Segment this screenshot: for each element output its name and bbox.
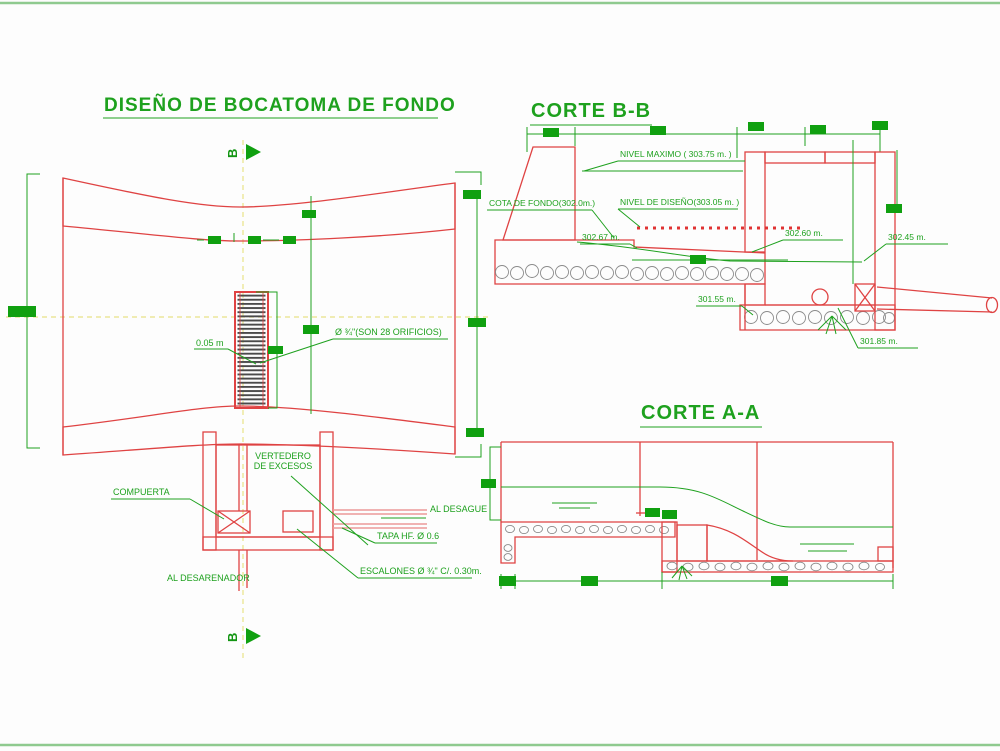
level-302-60-label: 302.60 m. <box>785 228 823 238</box>
plan-title: DISEÑO DE BOCATOMA DE FONDO <box>104 94 456 116</box>
dim-grip <box>466 428 484 437</box>
channel-floor-mass <box>494 239 766 285</box>
dim-grip <box>8 306 36 317</box>
dim-grip <box>771 576 788 586</box>
dim-grip <box>303 325 319 334</box>
roots-icon <box>817 315 847 335</box>
plan-labels: 0.05 m Ø ¾"(SON 28 ORIFICIOS) VERTEDERO … <box>111 327 487 583</box>
dim-grip <box>302 210 316 218</box>
aa-right-step <box>877 546 894 562</box>
section-arrow-icon <box>246 144 261 160</box>
dim-grip <box>208 236 221 244</box>
corte-aa-title: CORTE A-A <box>641 402 760 424</box>
level-301-55-label: 301.55 m. <box>698 294 736 304</box>
desander-pipe <box>238 550 248 591</box>
stones-row <box>503 524 669 561</box>
dim-grip <box>650 126 666 135</box>
bb-top-slab-void <box>824 151 876 164</box>
section-letter: B <box>225 149 240 158</box>
level-302-67-label: 302.67 m. <box>582 232 620 242</box>
level-302-45-label: 302.45 m. <box>888 232 926 242</box>
dim-grip <box>248 236 261 244</box>
stones-row <box>666 561 885 572</box>
dim-grip <box>690 255 706 264</box>
dim-grip <box>748 122 764 131</box>
cover-box <box>282 510 314 533</box>
water-marks <box>552 502 854 552</box>
bb-top-dimensions <box>526 121 888 158</box>
bb-chamber-left-wall <box>744 151 766 253</box>
section-marker-b-top: B <box>225 144 261 160</box>
dim-grip <box>543 128 559 137</box>
orifices-label: Ø ¾"(SON 28 ORIFICIOS) <box>335 327 442 337</box>
plan-dimensions <box>8 171 486 458</box>
bb-chamber-right-wall <box>874 151 896 331</box>
nivel-diseno-label: NIVEL DE DISEÑO(303.05 m. ) <box>620 197 739 207</box>
section-marker-b-bottom: B <box>225 628 261 644</box>
section-arrow-icon <box>246 628 261 644</box>
water-surface-line <box>501 486 893 528</box>
dim-grip <box>810 125 826 134</box>
stones-row <box>495 264 764 282</box>
stones-row <box>744 310 895 325</box>
outlet-pipe <box>876 286 999 314</box>
section-letter: B <box>225 633 240 642</box>
dim-grip <box>468 318 486 327</box>
dim-grip <box>886 204 902 213</box>
bb-labels: NIVEL MAXIMO ( 303.75 m. ) NIVEL DE DISE… <box>487 149 948 349</box>
aa-dimensions <box>481 446 894 589</box>
vertedero-label-2: DE EXCESOS <box>254 461 313 471</box>
section-a-a: CORTE A-A <box>481 402 894 589</box>
dim-grip <box>581 576 598 586</box>
dim-grip <box>283 236 296 244</box>
cota-fondo-label: COTA DE FONDO(302.0m.) <box>489 198 595 208</box>
dim-grip <box>499 576 516 586</box>
escalones-label: ESCALONES Ø ¾" C/. 0.30m. <box>360 566 482 576</box>
dim-grip <box>872 121 888 130</box>
pipe-section-icon <box>811 288 829 306</box>
section-b-b: CORTE B-B <box>487 100 999 349</box>
corte-bb-title: CORTE B-B <box>531 100 651 122</box>
dim-grip <box>662 510 677 519</box>
aa-bottom-slab <box>661 560 894 573</box>
plan-view: DISEÑO DE BOCATOMA DE FONDO <box>6 94 489 660</box>
valve-icon <box>854 283 876 312</box>
dim-grip <box>463 190 481 199</box>
chamber-interior <box>215 444 321 538</box>
roots-icon <box>671 565 693 581</box>
al-desarenador-label: AL DESARENADOR <box>167 573 250 583</box>
dim-grip <box>268 346 283 354</box>
level-301-85-label: 301.85 m. <box>860 336 898 346</box>
intake-grate <box>234 291 269 409</box>
tapa-label: TAPA HF. Ø 0.6 <box>377 531 439 541</box>
compuerta-label: COMPUERTA <box>113 487 170 497</box>
gate-icon <box>217 510 251 534</box>
dim-grip <box>645 508 660 517</box>
nivel-maximo-label: NIVEL MAXIMO ( 303.75 m. ) <box>620 149 732 159</box>
dim-grip <box>481 479 496 488</box>
gap-label: 0.05 m <box>196 338 224 348</box>
al-desague-label: AL DESAGUE <box>430 504 487 514</box>
vertedero-label-1: VERTEDERO <box>255 451 311 461</box>
